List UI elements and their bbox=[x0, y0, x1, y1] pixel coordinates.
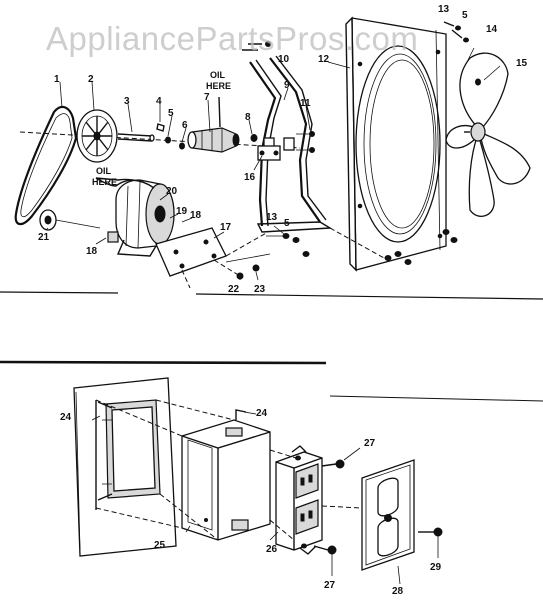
shaft bbox=[117, 133, 155, 142]
motor-bracket bbox=[249, 55, 333, 233]
bracket-bolts bbox=[296, 131, 315, 153]
part-number-26: 26 bbox=[266, 544, 278, 555]
part-number-25: 25 bbox=[154, 540, 166, 551]
part-number-1: 1 bbox=[54, 74, 60, 85]
wall-with-cutout bbox=[73, 377, 177, 557]
electrical-box bbox=[181, 409, 271, 541]
part-number-8: 8 bbox=[245, 112, 251, 123]
part-number-28: 28 bbox=[392, 586, 404, 597]
belt bbox=[14, 105, 78, 226]
part-number-4: 4 bbox=[156, 96, 162, 107]
part-number-7: 7 bbox=[204, 92, 210, 103]
part-number-29: 29 bbox=[430, 562, 442, 573]
part-number-20: 20 bbox=[166, 186, 178, 197]
wall-plate bbox=[321, 459, 415, 571]
watermark: AppliancePartsPros.com bbox=[46, 20, 418, 57]
part-number-24a: 24 bbox=[60, 412, 72, 423]
duplex-receptacle bbox=[275, 445, 323, 555]
part-number-2: 2 bbox=[88, 74, 94, 85]
part-number-18b: 18 bbox=[86, 246, 98, 257]
alignment-lines bbox=[95, 399, 297, 541]
part-number-18a: 18 bbox=[190, 210, 202, 221]
motor-pulley bbox=[39, 209, 101, 231]
top-screws bbox=[242, 41, 271, 51]
part-number-19: 19 bbox=[176, 206, 188, 217]
leader-lines bbox=[45, 47, 501, 585]
plate-screws bbox=[225, 231, 271, 280]
part-number-3: 3 bbox=[124, 96, 130, 107]
fan-blade bbox=[445, 52, 531, 217]
svg-text:OIL: OIL bbox=[96, 166, 112, 176]
part-number-11: 11 bbox=[300, 98, 311, 109]
part-number-27a: 27 bbox=[364, 438, 376, 449]
divider-line-bold bbox=[0, 360, 327, 365]
axis-line bbox=[19, 131, 301, 149]
part-number-15: 15 bbox=[516, 58, 528, 69]
panel-top-screws bbox=[443, 21, 469, 43]
svg-text:HERE: HERE bbox=[92, 177, 117, 187]
set-screw bbox=[475, 78, 481, 86]
receptacle-screws bbox=[313, 459, 345, 555]
motor-mount-plate bbox=[155, 227, 241, 289]
part-number-24b: 24 bbox=[256, 408, 268, 419]
part-number-6: 6 bbox=[182, 120, 188, 131]
part-number-5b: 5 bbox=[462, 10, 468, 21]
oil-here-pulley-label: OIL HERE bbox=[92, 166, 117, 187]
plate-screw bbox=[418, 527, 443, 537]
svg-text:OIL: OIL bbox=[210, 70, 226, 80]
divider-line bbox=[0, 291, 543, 300]
part-number-13b: 13 bbox=[266, 212, 278, 223]
part-number-5c: 5 bbox=[284, 218, 290, 229]
nut bbox=[250, 134, 258, 142]
part-number-labels: 1 2 3 4 5 6 7 8 9 10 11 12 13 5 14 15 16… bbox=[38, 4, 528, 597]
divider-line-right bbox=[329, 395, 543, 402]
part-number-12: 12 bbox=[318, 54, 330, 65]
part-number-17: 17 bbox=[220, 222, 232, 233]
part-number-14: 14 bbox=[486, 24, 498, 35]
fan-housing-panel bbox=[345, 16, 447, 272]
bearing-housing bbox=[187, 96, 240, 153]
part-number-21: 21 bbox=[38, 232, 50, 243]
oil-here-top-label: OIL HERE bbox=[206, 70, 231, 91]
part-number-5a: 5 bbox=[168, 108, 174, 119]
part-number-16: 16 bbox=[244, 172, 256, 183]
part-number-22: 22 bbox=[228, 284, 240, 295]
key-and-washers bbox=[156, 123, 185, 150]
panel-screws bbox=[329, 227, 458, 265]
part-number-9: 9 bbox=[284, 80, 290, 91]
part-number-13a: 13 bbox=[438, 4, 450, 15]
part-number-23: 23 bbox=[254, 284, 266, 295]
bracket-clamp bbox=[257, 145, 281, 161]
pulley bbox=[76, 109, 118, 163]
motor bbox=[95, 177, 175, 257]
part-number-27b: 27 bbox=[324, 580, 336, 591]
svg-text:HERE: HERE bbox=[206, 81, 231, 91]
lower-screws bbox=[266, 233, 310, 257]
part-number-10: 10 bbox=[278, 54, 290, 65]
